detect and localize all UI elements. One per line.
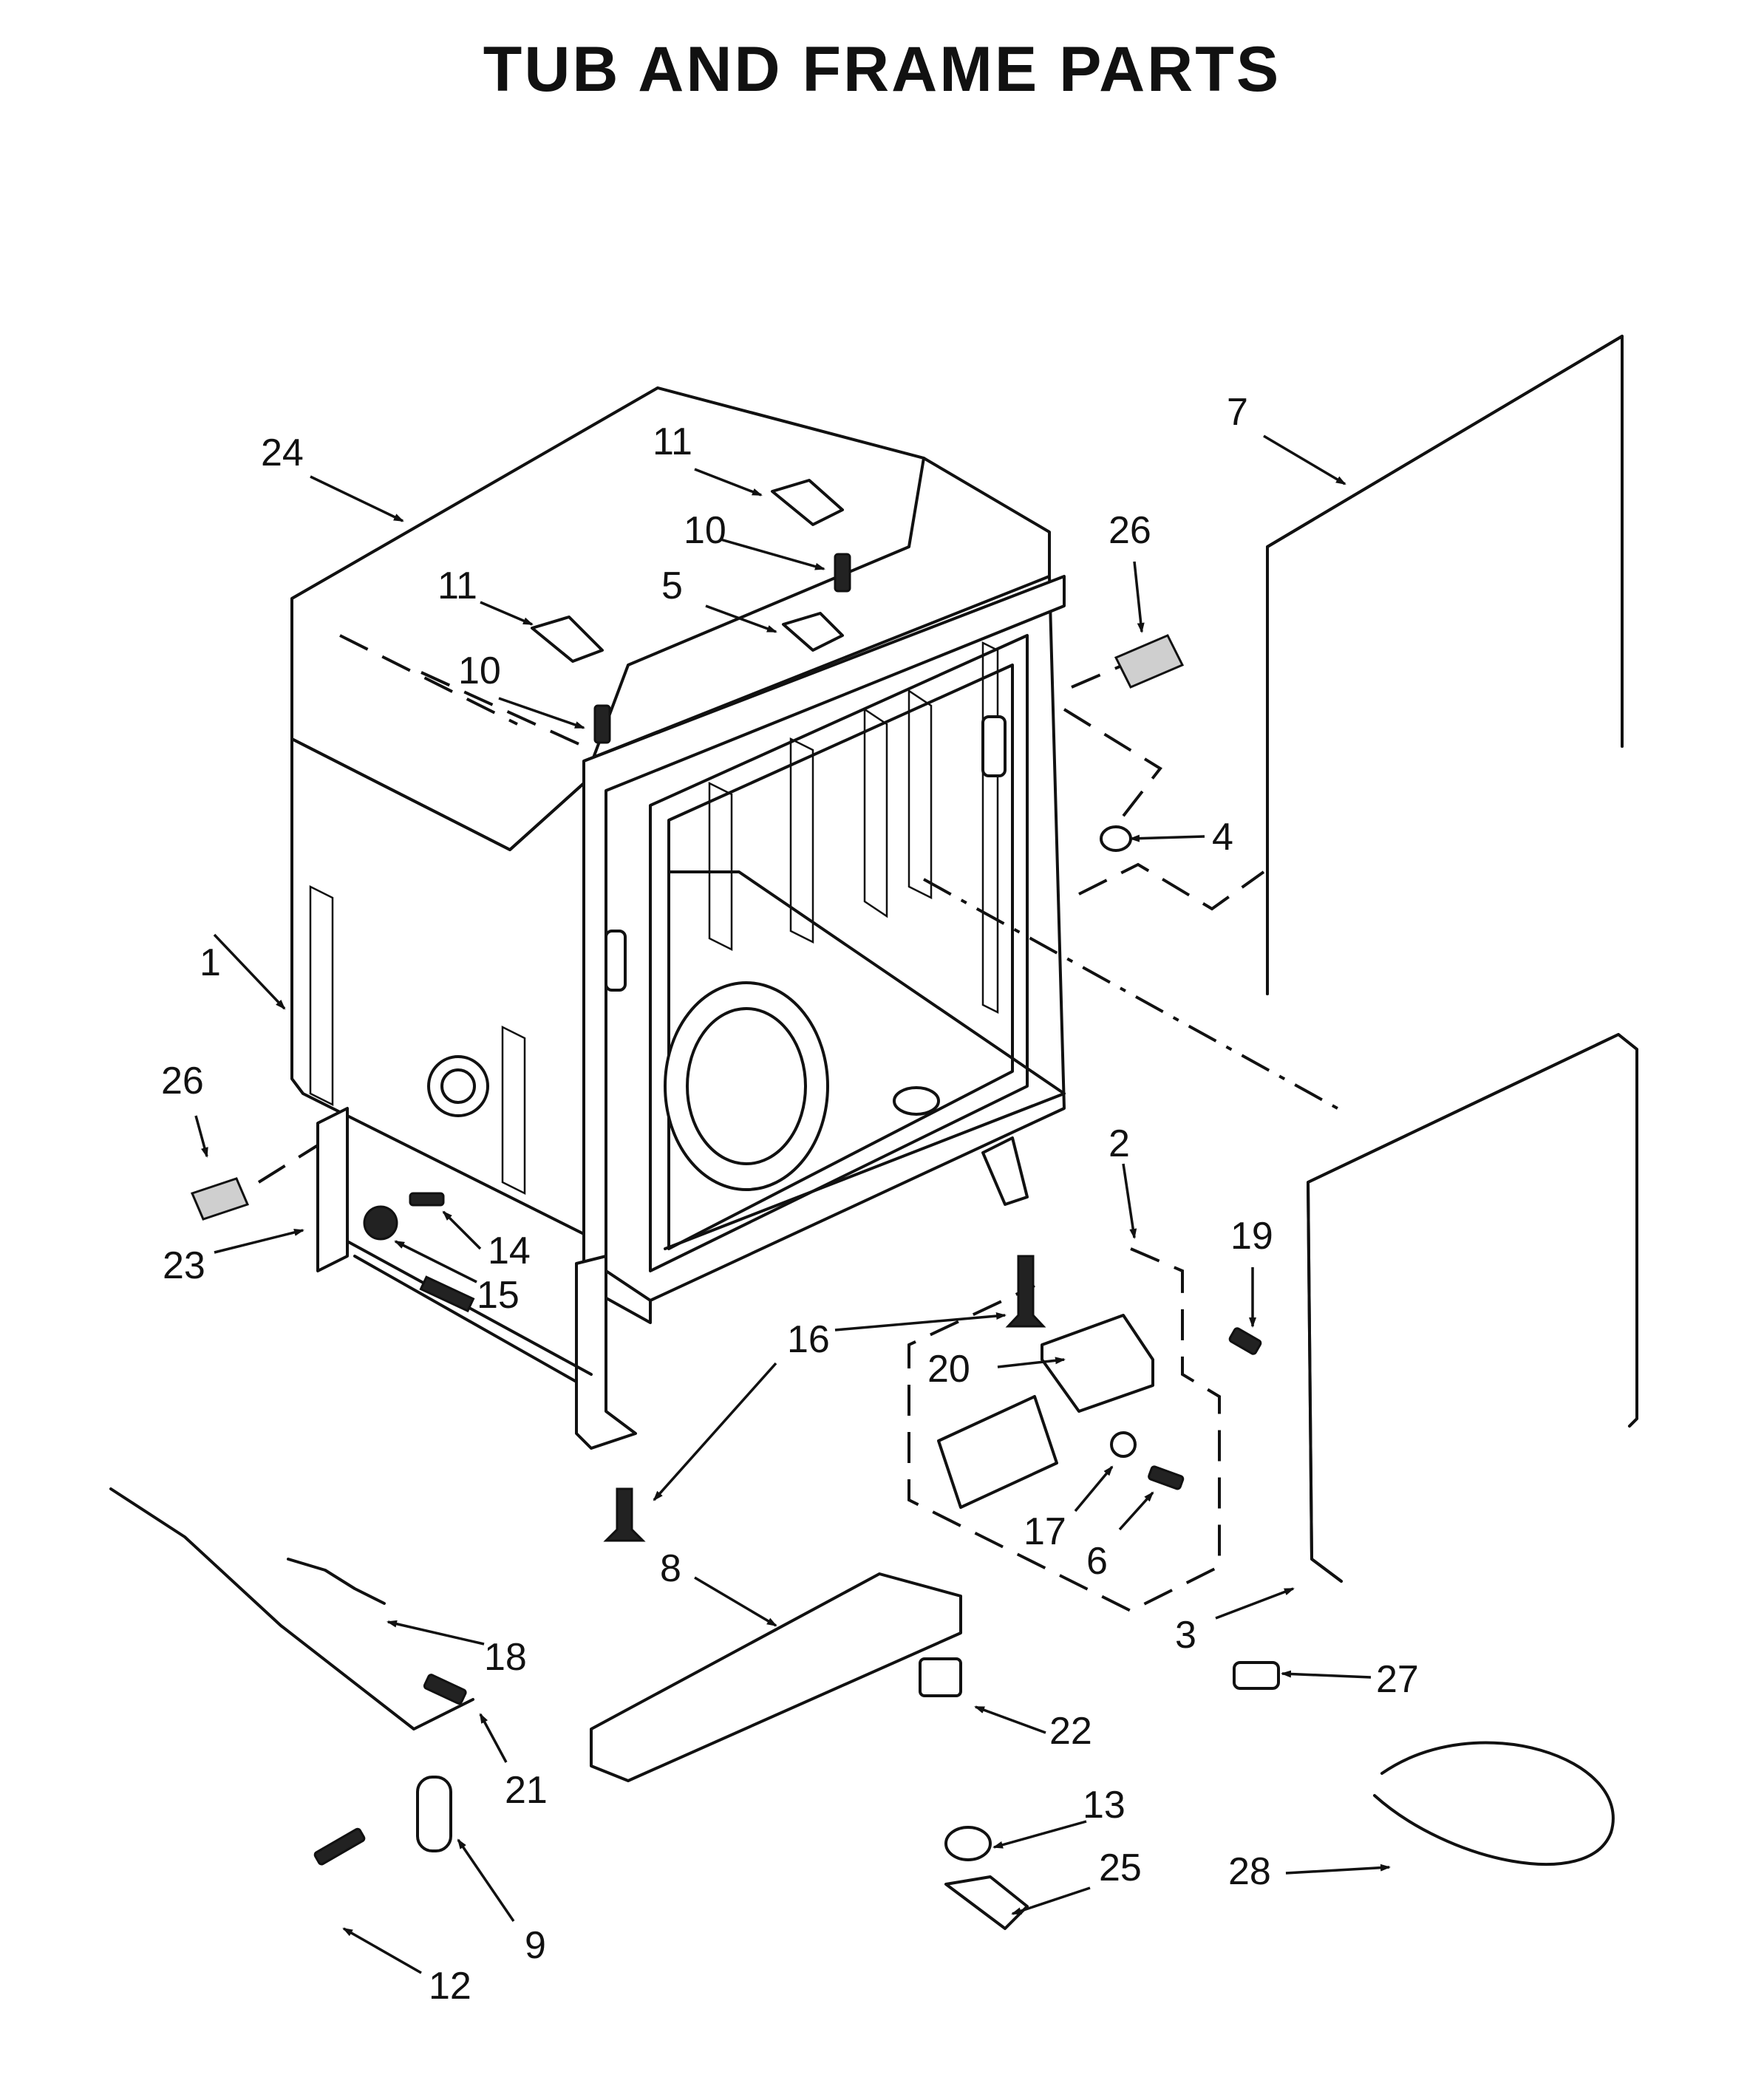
screw-12 [313,1827,366,1866]
callout-11b: 11 [437,565,477,607]
hose-28 [1373,1741,1615,1866]
callout-19: 19 [1230,1215,1273,1258]
callout-6: 6 [1086,1540,1108,1583]
plug-4 [1100,825,1132,852]
callout-17: 17 [1024,1510,1066,1553]
callout-9: 9 [525,1924,546,1967]
cap-26-left [190,1177,250,1221]
callout-22: 22 [1049,1710,1092,1753]
callout-27: 27 [1376,1658,1419,1701]
cap-26-right [1114,634,1185,689]
bumper-13 [944,1826,992,1861]
panel-8 [590,1572,962,1782]
cable-21 [109,1487,474,1731]
callout-labels: 1 2 3 4 5 6 7 8 9 10 10 11 11 12 13 14 1… [161,391,1419,2008]
hinge-11-lower [531,616,604,663]
leg-16-lower [603,1487,646,1542]
screw-19 [1228,1327,1262,1355]
callout-7: 7 [1227,391,1248,434]
wheel-15 [363,1205,398,1241]
leader-arrows [194,434,1391,1974]
bracket-9 [416,1776,452,1852]
callout-2: 2 [1109,1122,1130,1165]
callout-5: 5 [661,565,683,607]
screw-6 [1148,1465,1185,1490]
callout-26b: 26 [161,1060,204,1102]
callout-8: 8 [660,1547,681,1590]
callout-13: 13 [1083,1784,1126,1827]
clip-22 [919,1657,962,1697]
callout-12: 12 [429,1965,471,2008]
hinge-11-upper [771,479,844,526]
bracket-20 [1041,1314,1154,1413]
clamp-17 [1110,1431,1137,1458]
screw-14 [409,1192,445,1207]
callout-10b: 10 [458,649,501,692]
clip-5 [782,612,844,652]
callout-25: 25 [1099,1847,1142,1889]
clip-27 [1233,1661,1280,1690]
callout-10a: 10 [684,509,726,552]
screw-10-upper [834,553,851,593]
callout-18: 18 [484,1636,527,1679]
spring-18 [287,1558,386,1605]
callout-28: 28 [1228,1850,1271,1893]
callout-21: 21 [505,1769,548,1812]
callout-1: 1 [200,941,221,984]
diagram-title: TUB AND FRAME PARTS [483,34,1281,105]
callout-20: 20 [927,1348,970,1391]
door-gasket-7 [1266,335,1624,995]
callout-24: 24 [261,432,304,474]
tub-assembly [290,386,1066,1450]
callout-26a: 26 [1109,509,1151,552]
callout-14: 14 [488,1230,531,1272]
terminal-box [937,1395,1058,1509]
callout-16: 16 [787,1318,830,1361]
callout-23: 23 [163,1244,205,1287]
callout-15: 15 [477,1274,520,1317]
leg-16-upper [1005,1255,1046,1328]
callout-3: 3 [1175,1614,1196,1657]
tub-gasket-3 [1307,1033,1638,1583]
cable-21-end [423,1674,467,1705]
bracket-25 [944,1875,1029,1930]
screw-10-lower [593,704,611,744]
callout-11a: 11 [653,420,692,463]
callout-4: 4 [1212,816,1233,859]
assembly-lines [257,634,1338,1613]
